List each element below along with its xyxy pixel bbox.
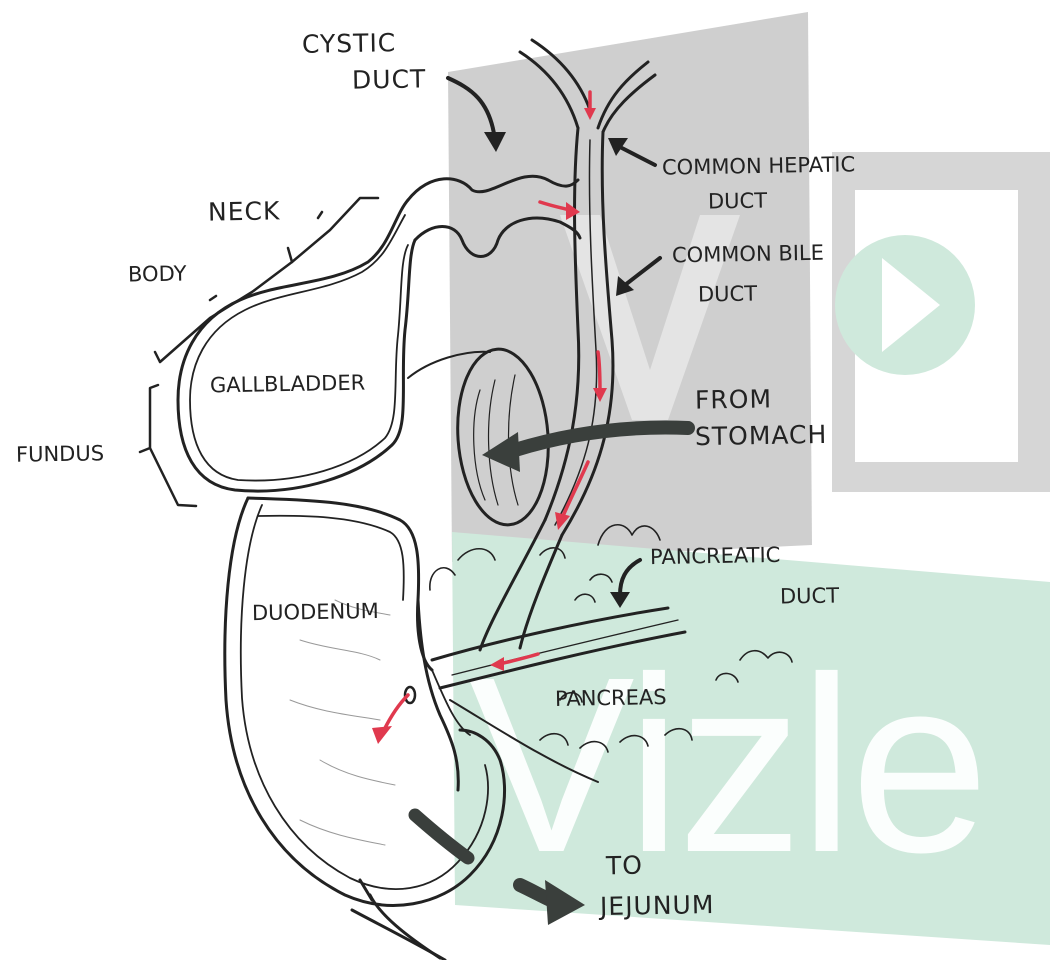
pancreatic-duct-upper-wall (432, 608, 668, 660)
label-duodenum: DUODENUM (252, 595, 379, 629)
fundus-bracket (140, 385, 196, 506)
duodenum-medial-wall (418, 600, 458, 790)
label-pancreatic-duct-line1: PANCREATIC (650, 539, 781, 573)
label-pancreas: PANCREAS (555, 681, 667, 715)
cystic-duct-upper-wall (408, 176, 578, 200)
pancreatic-duct-arrow-head (610, 592, 630, 608)
duodenum-outer-wall-inner (241, 505, 488, 889)
hepatic-duct-right-branch (598, 62, 648, 128)
label-common-bile-line2: DUCT (698, 277, 758, 310)
bile-flow-head-duodenum (372, 726, 392, 744)
cystic-duct-arrow-shaft (448, 78, 495, 140)
bile-flow-head-pancreatic (490, 657, 504, 671)
to-jejunum-arrow-head (545, 880, 585, 925)
bile-duct-to-ampulla (480, 520, 545, 650)
label-common-hepatic-line1: COMMON HEPATIC (662, 148, 856, 183)
label-from-stomach-line1: FROM (695, 383, 773, 416)
body-bracket-tick (210, 296, 216, 300)
label-cystic-duct-line2: DUCT (352, 63, 427, 96)
hepatic-duct-left-branch-inner (532, 40, 590, 110)
bile-flow-arrow-duodenum (384, 695, 408, 730)
duodenum-medial-wall-inner (432, 670, 470, 735)
gallbladder-outline (178, 200, 415, 491)
common-bile-arrow-shaft (625, 258, 660, 285)
label-common-bile-line1: COMMON BILE (672, 237, 824, 272)
cystic-duct-arrow-head (484, 132, 506, 152)
duodenum-lower-tail-2 (352, 880, 445, 960)
neck-bracket-tick (318, 212, 322, 218)
label-body: BODY (128, 257, 187, 290)
label-neck: NECK (208, 195, 281, 228)
bile-flow-arrow-cbd-1 (598, 352, 600, 392)
duodenum-outer-wall (225, 498, 505, 905)
pancreatic-duct-lower-wall (440, 632, 685, 688)
bile-flow-head-cystic (566, 202, 580, 220)
label-cystic-duct-line1: CYSTIC (302, 27, 397, 61)
bile-flow-arrow-cbd-2 (563, 462, 588, 516)
bile-flow-arrow-cystic (540, 202, 570, 210)
label-gallbladder: GALLBLADDER (210, 367, 366, 402)
common-bile-duct-right-wall (562, 132, 613, 535)
to-jejunum-stub (415, 815, 468, 858)
from-stomach-arrow-head (482, 432, 520, 472)
label-pancreatic-duct-line2: DUCT (780, 579, 840, 612)
label-from-stomach-line2: STOMACH (695, 419, 828, 453)
label-to-jejunum-line2: JEJUNUM (600, 889, 715, 923)
gallbladder-leader-line (408, 352, 490, 378)
common-hepatic-arrow-head (608, 138, 628, 156)
label-fundus: FUNDUS (16, 437, 105, 471)
label-to-jejunum-line1: TO (606, 850, 644, 883)
hepatic-duct-left-branch (520, 52, 578, 128)
cystic-duct-lower-wall (415, 218, 580, 256)
label-common-hepatic-line2: DUCT (708, 184, 768, 217)
bile-flow-head-hepatic (584, 108, 596, 120)
common-hepatic-arrow-shaft (618, 146, 655, 165)
neck-bracket (288, 198, 378, 262)
bile-flow-arrow-pancreatic (500, 654, 538, 664)
pancreatic-duct-arrow-shaft (620, 560, 640, 595)
duodenum-top-wall-inner (258, 516, 404, 600)
duodenum-texture (290, 600, 395, 845)
